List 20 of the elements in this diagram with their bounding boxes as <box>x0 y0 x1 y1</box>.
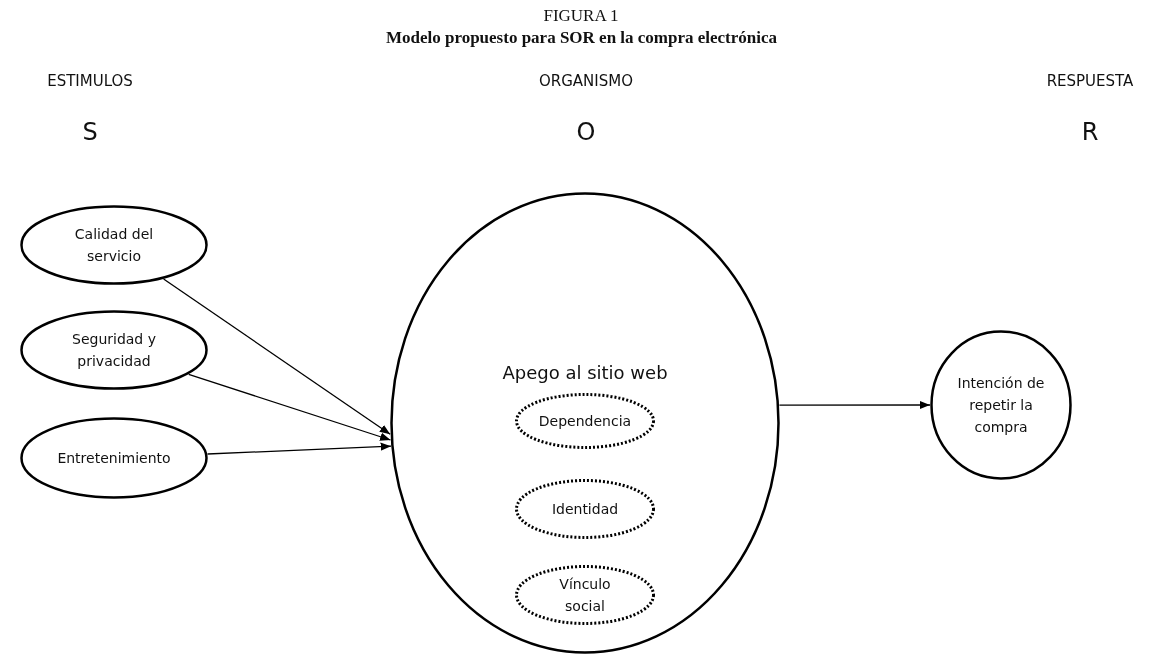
node-heading: Apego al sitio web <box>502 362 668 384</box>
arrow <box>778 400 931 410</box>
node-label: Seguridad y privacidad <box>71 330 157 371</box>
node-label: Entretenimiento <box>57 449 171 468</box>
arrow <box>162 278 391 435</box>
node-label: Dependencia <box>538 412 632 431</box>
column-heading: ORGANISMO <box>539 72 633 90</box>
node-label: Identidad <box>551 500 619 519</box>
arrow <box>206 442 392 455</box>
arrow <box>188 373 392 441</box>
node-label: Vínculo social <box>558 575 612 616</box>
node-label: Calidad del servicio <box>73 225 155 266</box>
column-heading: ESTIMULOS <box>47 72 133 90</box>
column-letter: R <box>1081 118 1099 146</box>
node-label: Intención de repetir la compra <box>956 374 1046 437</box>
column-letter: S <box>82 118 98 146</box>
figure-title: Modelo propuesto para SOR en la compra electrónica <box>384 28 779 48</box>
column-letter: O <box>576 118 596 146</box>
column-heading: RESPUESTA <box>1046 72 1134 90</box>
figure-number: FIGURA 1 <box>543 6 619 26</box>
